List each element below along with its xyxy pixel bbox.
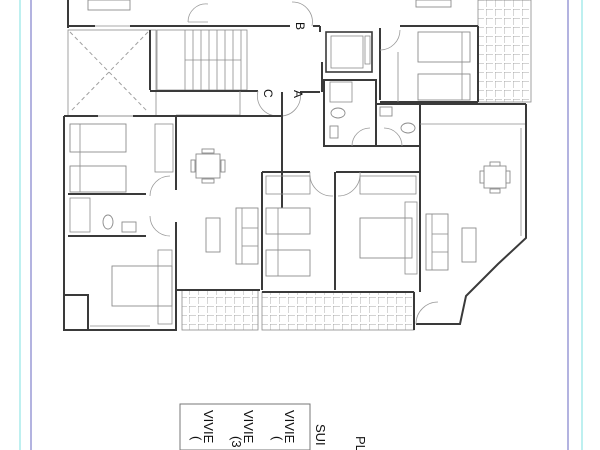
- door-label-c: C: [261, 89, 275, 98]
- legend-row-3-label: VIVIE: [201, 410, 216, 444]
- door-label-b: B: [293, 22, 307, 30]
- legend-row-2-sub: (3: [229, 436, 244, 448]
- legend-table: [179, 403, 311, 450]
- lift-and-upper-bedroom: [325, 25, 479, 103]
- legend-row-1-label: VIVIE: [282, 410, 297, 444]
- central-bathrooms: [323, 79, 421, 147]
- terrace-bottom-left: [176, 289, 260, 331]
- terrace-top-right: [477, 0, 532, 103]
- legend-title: PL: [353, 436, 368, 450]
- terrace-bottom-right: [261, 291, 415, 331]
- door-label-a: A: [291, 90, 305, 98]
- legend-row-2-label: VIVIE: [241, 410, 256, 444]
- light-well: [67, 29, 157, 117]
- top-rooms: [67, 0, 452, 28]
- staircase: [150, 29, 258, 116]
- legend-subtitle: SUI: [313, 424, 328, 446]
- landing: [257, 26, 323, 210]
- sheet-frame: [19, 0, 583, 450]
- legend-row-1-sub: (: [270, 436, 285, 441]
- left-apartment: [63, 115, 177, 331]
- right-apartment: [261, 103, 527, 325]
- left-living-room: [176, 115, 282, 265]
- legend-row-3-sub: (: [189, 436, 204, 441]
